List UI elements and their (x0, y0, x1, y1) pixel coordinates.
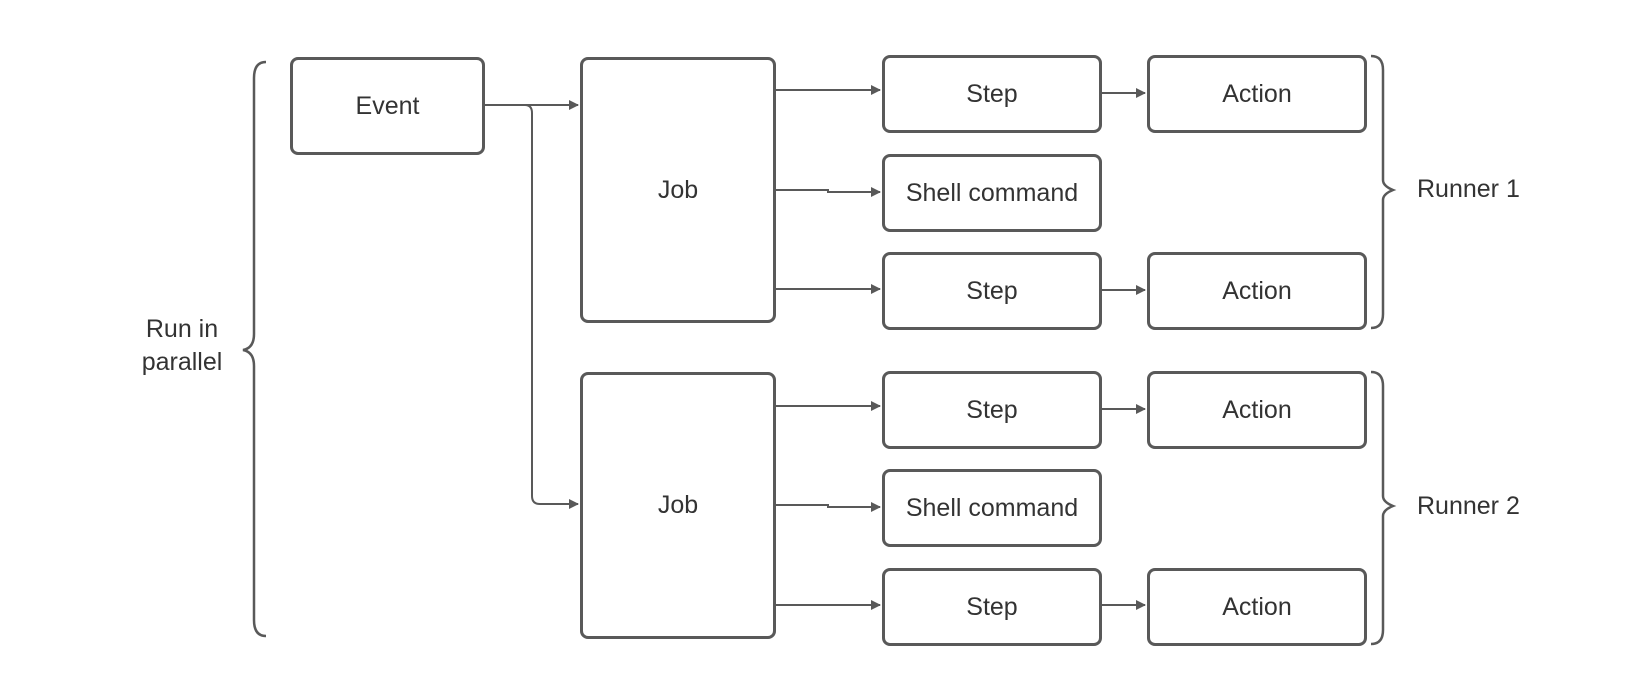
job-2-shell-label: Shell command (905, 493, 1079, 522)
job-2-step-1-node: Step (882, 371, 1102, 449)
job-1-step-1-label: Step (966, 79, 1018, 108)
job-2-action-1-label: Action (1222, 395, 1292, 424)
job-1-node: Job (580, 57, 776, 323)
connector-event-to-job-2 (524, 104, 579, 509)
job-1-action-3-node: Action (1147, 252, 1367, 330)
job-1-step-3-label: Step (966, 276, 1018, 305)
parallel-label-line-1: Run in (145, 315, 219, 343)
job-2-step-1-label: Step (966, 395, 1018, 424)
job-1-action-3-label: Action (1222, 276, 1292, 305)
job-2-label: Job (657, 491, 699, 519)
job-2-action-1-node: Action (1147, 371, 1367, 449)
job-2-action-3-label: Action (1222, 592, 1292, 621)
job-1-label: Job (657, 175, 699, 204)
job-1-shell-node: Shell command (882, 154, 1102, 232)
run-in-parallel-label: Run in parallel (134, 313, 230, 379)
job-1-action-1-node: Action (1147, 55, 1367, 133)
job-1-shell-label: Shell command (905, 178, 1079, 207)
runner-1-label: Runner 1 (1417, 175, 1520, 203)
runner-2-label: Runner 2 (1417, 492, 1520, 520)
event-node: Event (290, 57, 485, 155)
runner-1-brace (1370, 54, 1397, 330)
parallel-label-line-2: parallel (141, 348, 223, 376)
job-1-step-1-node: Step (882, 55, 1102, 133)
event-label: Event (355, 91, 420, 120)
parallel-brace (242, 60, 267, 638)
job-2-action-3-node: Action (1147, 568, 1367, 646)
job-1-action-1-label: Action (1222, 79, 1292, 108)
job-1-step-3-node: Step (882, 252, 1102, 330)
job-2-shell-node: Shell command (882, 469, 1102, 547)
runner-2-brace (1370, 370, 1397, 646)
job-2-step-3-node: Step (882, 568, 1102, 646)
connector-job-2-to-shell (776, 502, 881, 512)
connector-job-1-to-shell (776, 187, 881, 197)
job-2-node: Job (580, 372, 776, 639)
job-2-step-3-label: Step (966, 592, 1018, 621)
